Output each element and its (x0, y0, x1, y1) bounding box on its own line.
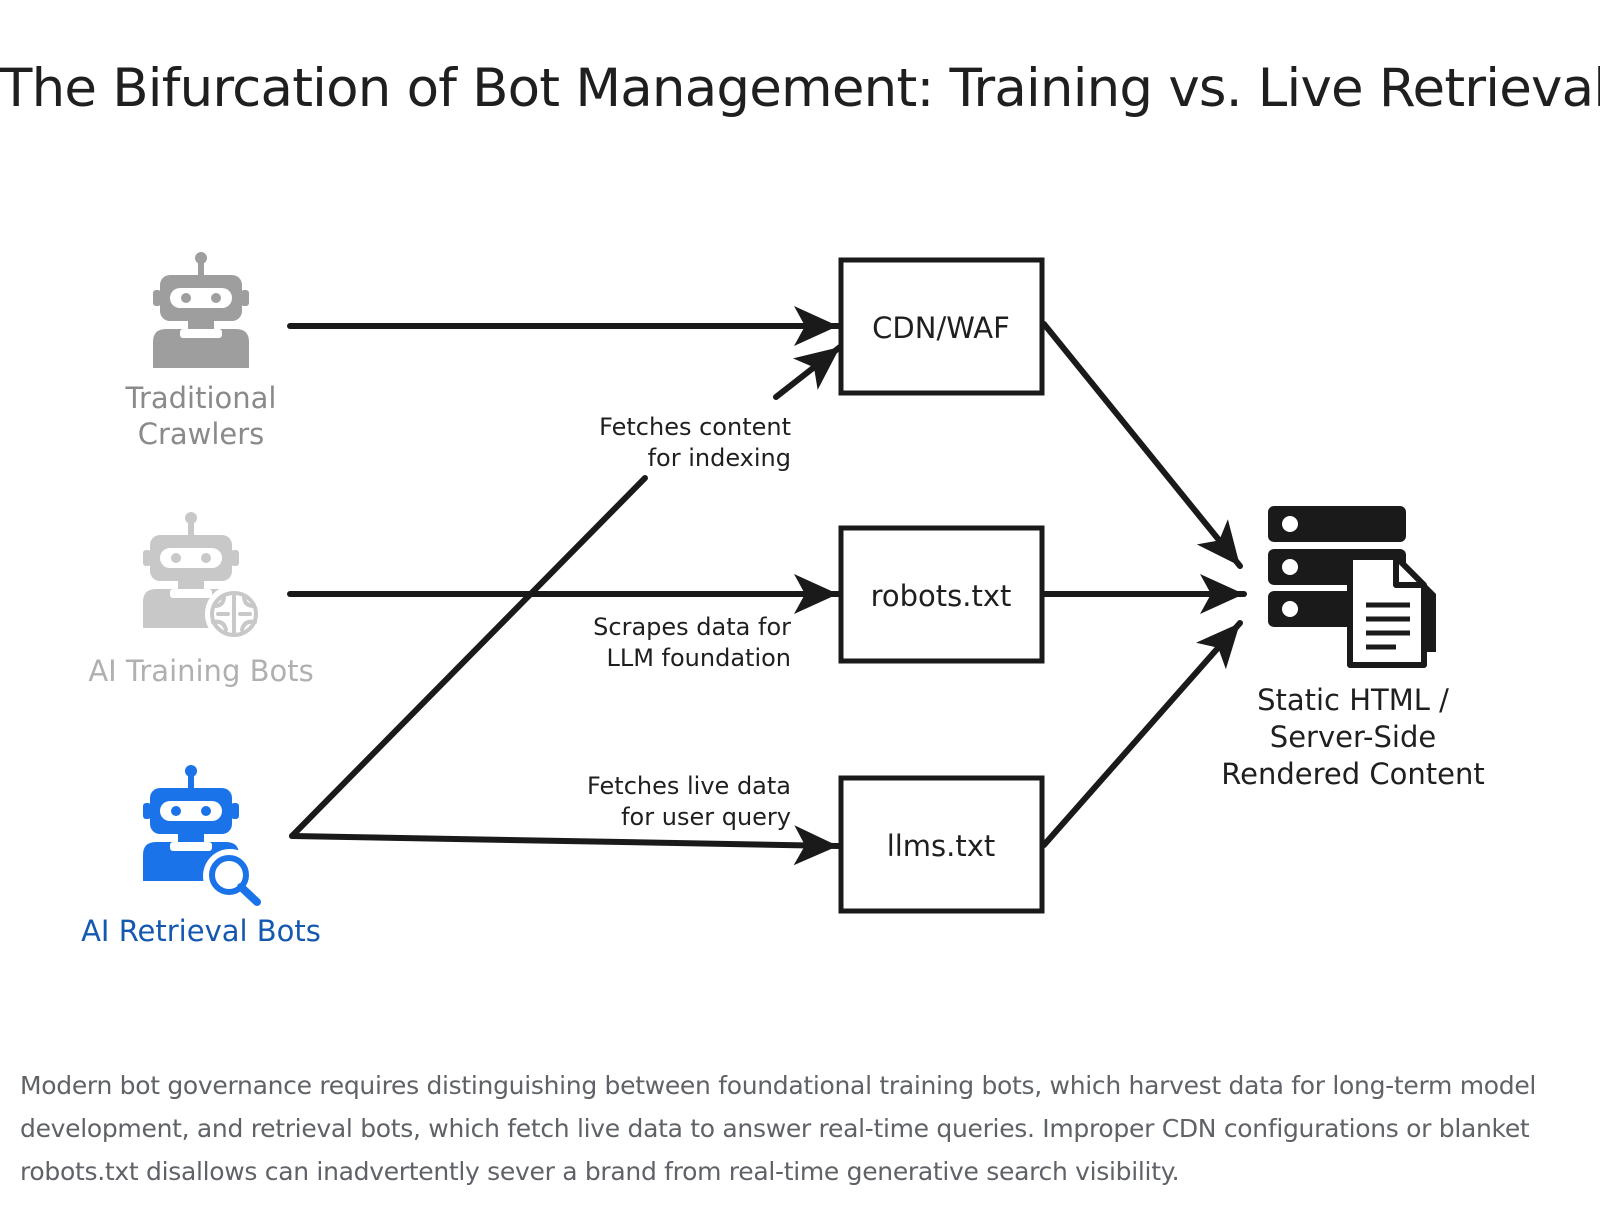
edge-label-scrapes: Scrapes data for LLM foundation (593, 613, 791, 672)
edge-label-scrapes-line2: LLM foundation (606, 644, 791, 672)
edge-indexing-to-cdn (773, 344, 843, 400)
edge-label-indexing: Fetches content for indexing (599, 413, 791, 472)
edge-label-scrapes-line1: Scrapes data for (593, 613, 791, 641)
edge-label-indexing-line2: for indexing (648, 444, 791, 472)
robots-label: robots.txt (871, 579, 1012, 613)
page-title: The Bifurcation of Bot Management: Train… (0, 58, 1600, 119)
edge-llms-to-target (1041, 620, 1243, 848)
edges (287, 306, 1247, 866)
llms-label: llms.txt (887, 829, 996, 863)
edge-retrieval-to-llms (289, 825, 841, 866)
edge-label-indexing-line1: Fetches content (599, 413, 791, 441)
edge-cdn-to-target (1041, 321, 1243, 569)
target-label-line2: Server-Side (1270, 720, 1436, 754)
llms-node: llms.txt (838, 775, 1045, 914)
retrieval-bots-label: AI Retrieval Bots (81, 914, 321, 948)
target-label: Static HTML / Server-Side Rendered Conte… (1221, 683, 1484, 791)
target-label-line1: Static HTML / (1257, 683, 1449, 717)
edge-retrieval-diagonal (289, 475, 648, 839)
cdn-node: CDN/WAF (838, 257, 1045, 396)
robot-icon (153, 252, 249, 368)
traditional-crawlers-label: Traditional Crawlers (125, 381, 277, 451)
training-bots-label: AI Training Bots (88, 654, 313, 688)
robots-node: robots.txt (838, 525, 1045, 664)
cdn-label: CDN/WAF (872, 311, 1010, 345)
edge-label-live-line1: Fetches live data (587, 772, 791, 800)
robot-search-icon (143, 765, 261, 906)
caption: Modern bot governance requires distingui… (20, 1071, 1537, 1186)
edge-label-live: Fetches live data for user query (587, 772, 791, 831)
robot-brain-icon (143, 512, 263, 643)
server-document-icon (1268, 506, 1436, 668)
traditional-label-line2: Crawlers (138, 417, 265, 451)
edge-label-live-line2: for user query (621, 803, 791, 831)
bot-flow-diagram: CDN/WAF robots.txt llms.txt Fetches cont… (81, 252, 1485, 948)
traditional-label-line1: Traditional (125, 381, 277, 415)
target-label-line3: Rendered Content (1221, 757, 1484, 791)
